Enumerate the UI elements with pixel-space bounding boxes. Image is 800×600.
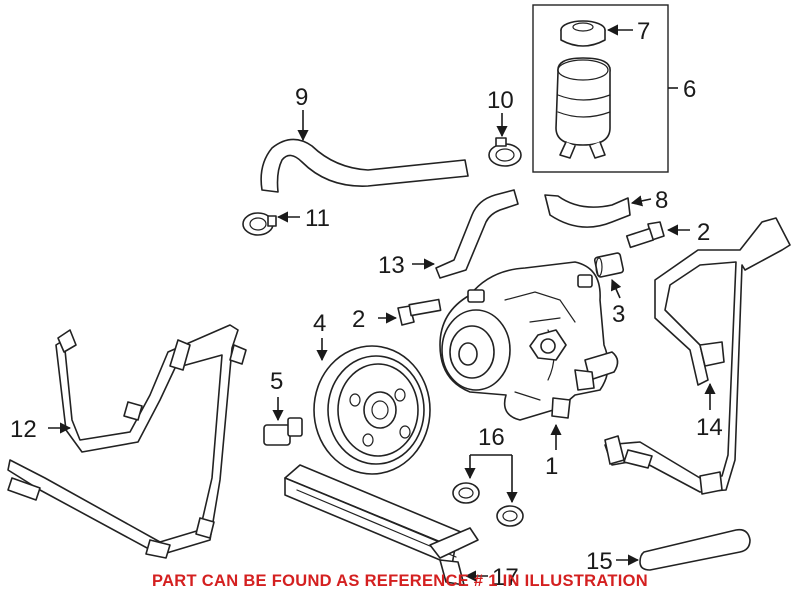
callout-12: 12 — [10, 416, 37, 443]
callout-8: 8 — [655, 187, 668, 214]
pump-1 — [439, 261, 619, 421]
bracket-8 — [544, 194, 631, 228]
reservoir-cap-body — [560, 29, 606, 47]
callout-11: 11 — [305, 205, 330, 232]
reference-note: PART CAN BE FOUND AS REFERENCE # 1 IN IL… — [152, 572, 648, 590]
callout-3: 3 — [612, 301, 625, 328]
callout-16: 16 — [478, 424, 505, 451]
cooler-17 — [284, 464, 479, 586]
clamp-10 — [488, 137, 522, 167]
return-line-14 — [604, 217, 791, 495]
callout-1: 1 — [545, 453, 558, 480]
bolt-2-middle — [397, 298, 442, 326]
reservoir-tank — [555, 57, 611, 146]
bolt-2-upper — [625, 221, 665, 249]
clamps-16 — [452, 482, 524, 527]
reservoir-group — [532, 4, 669, 173]
pulley-4 — [313, 345, 431, 475]
callout-2a: 2 — [697, 219, 710, 246]
callout-2b: 2 — [352, 306, 365, 333]
callout-10: 10 — [487, 87, 514, 114]
callout-6: 6 — [683, 76, 696, 103]
pressure-line-12 — [7, 324, 247, 559]
callout-labels: 1 2 2 3 4 5 6 7 8 9 10 11 12 13 14 15 16… — [10, 18, 723, 591]
reservoir-cap-top — [572, 22, 594, 32]
reservoir-outlet — [559, 141, 606, 159]
hose-15 — [639, 528, 751, 571]
bushing-3 — [593, 252, 625, 278]
bolt-5 — [263, 417, 303, 446]
reservoir-rib — [557, 94, 611, 118]
leader-3 — [610, 278, 622, 299]
leader-8 — [630, 195, 652, 207]
callout-15: 15 — [586, 548, 613, 575]
callout-17: 17 — [492, 564, 519, 591]
callout-7: 7 — [637, 18, 650, 45]
callout-9: 9 — [295, 84, 308, 111]
hose-13 — [435, 189, 519, 279]
callout-4: 4 — [313, 310, 326, 337]
callout-13: 13 — [378, 252, 405, 279]
clamp-11 — [242, 212, 277, 236]
hose-9 — [260, 138, 469, 193]
reservoir-neck — [557, 59, 609, 81]
callout-14: 14 — [696, 414, 723, 441]
callout-5: 5 — [270, 368, 283, 395]
